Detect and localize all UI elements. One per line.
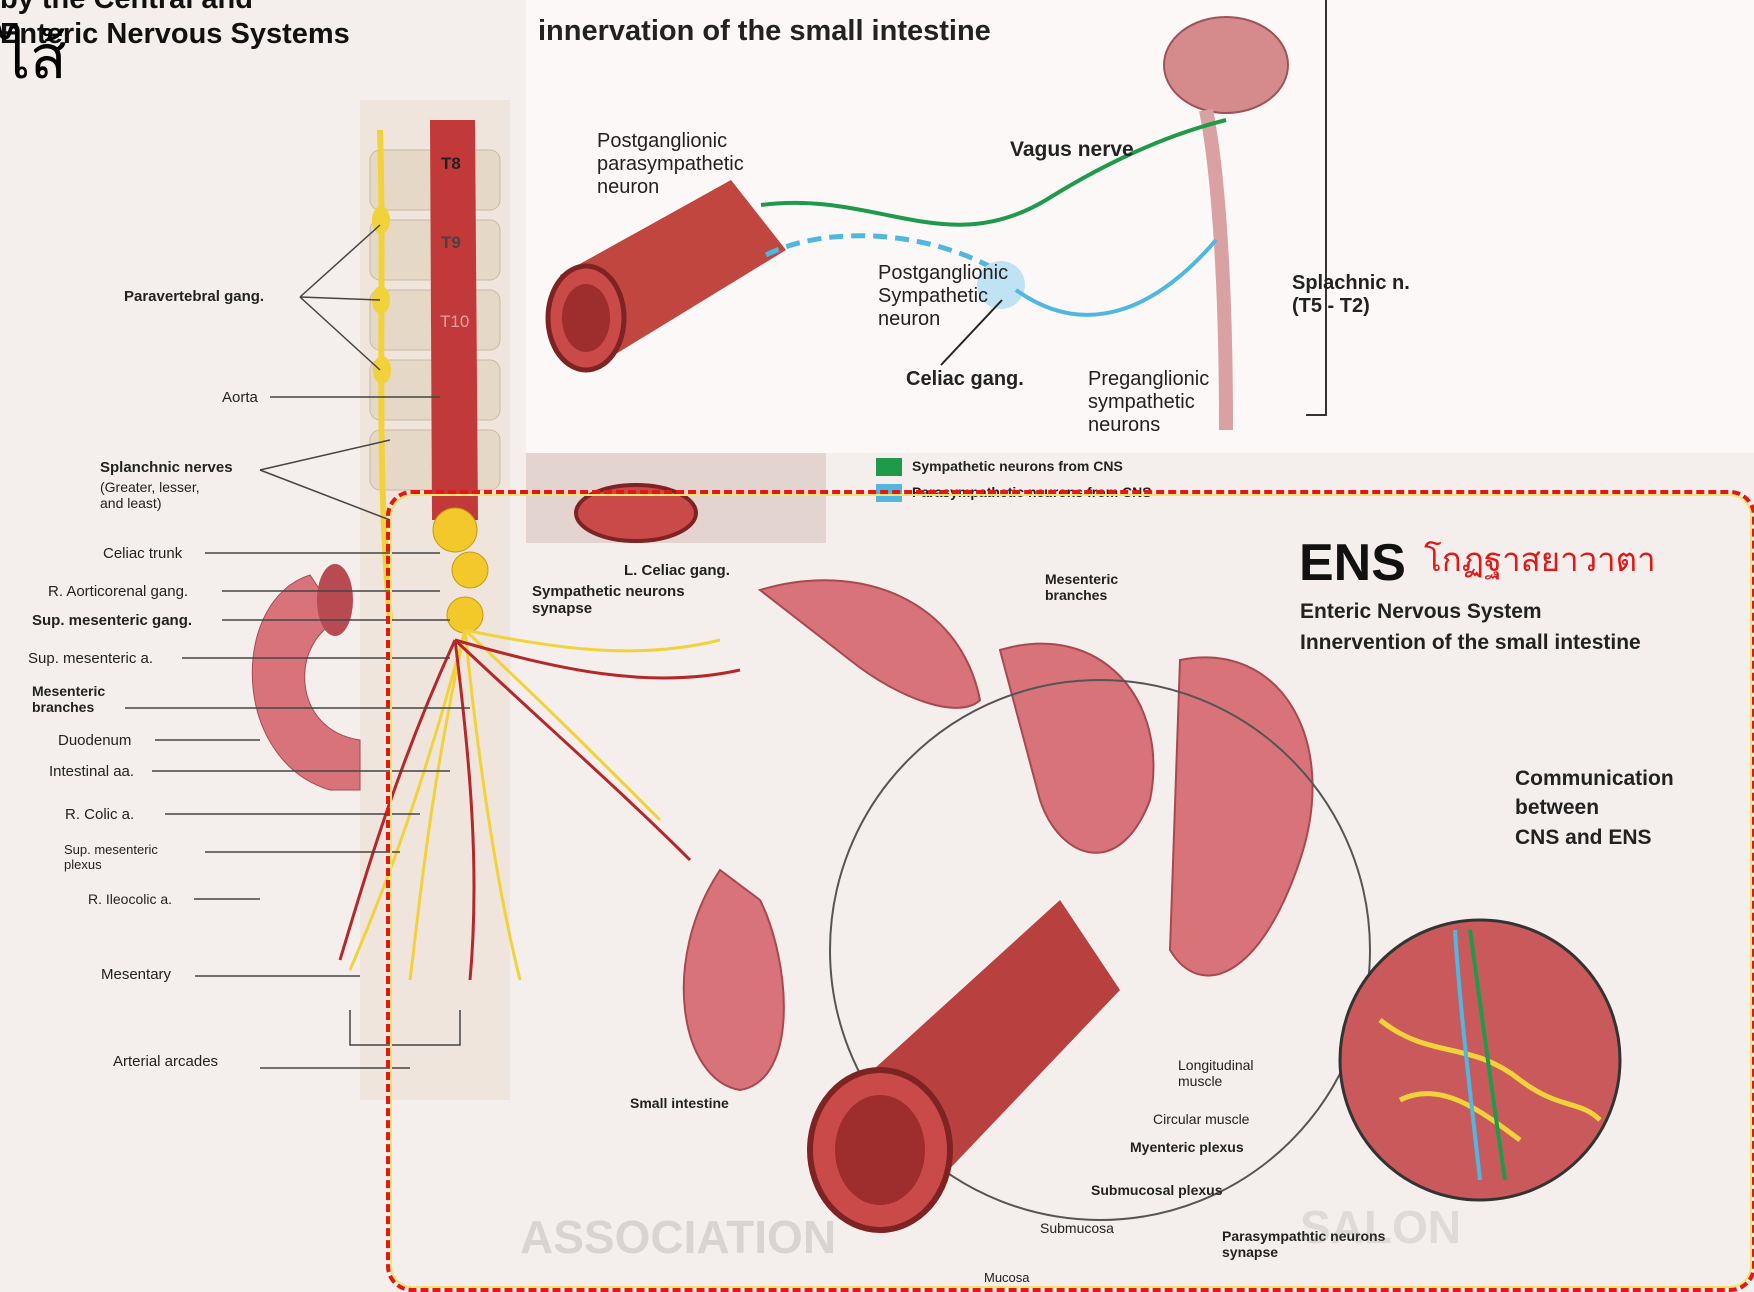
- inset-title: innervation of the small intestine: [538, 14, 991, 49]
- label-mesenteric-branches-left: Mesenteric branches: [32, 683, 105, 715]
- brain-shape: [1164, 17, 1288, 113]
- preganglionic-path: [1016, 240, 1216, 315]
- inset-intestine: [548, 180, 786, 370]
- label-t10: T10: [440, 312, 469, 332]
- label-preganglionic: Preganglionic sympathetic neurons: [1088, 368, 1209, 437]
- duodenum-opening: [317, 564, 353, 636]
- label-splanchnic-nerves: Splanchnic nerves: [100, 459, 233, 476]
- label-r-colic: R. Colic a.: [65, 806, 134, 823]
- label-r-aorticorenal: R. Aorticorenal gang.: [48, 583, 188, 600]
- label-paravertebral: Paravertebral gang.: [124, 288, 264, 305]
- label-sup-mesenteric-gang: Sup. mesenteric gang.: [32, 612, 192, 629]
- label-postganglionic-parasympathetic: Postganglionic parasympathetic neuron: [597, 130, 744, 199]
- label-aorta: Aorta: [222, 389, 258, 406]
- label-t9: T9: [441, 233, 461, 253]
- label-splanchnic-sub: (Greater, lesser, and least): [100, 479, 200, 511]
- ens-highlight-frame: [386, 490, 1754, 1292]
- label-splachnic: Splachnic n. (T5 - T2): [1292, 272, 1410, 318]
- label-r-ileocolic: R. Ileocolic a.: [88, 891, 172, 907]
- label-arterial-arcades: Arterial arcades: [113, 1053, 218, 1070]
- label-t8: T8: [441, 154, 461, 174]
- inset-bracket: [1306, 0, 1326, 415]
- label-mesentary: Mesentary: [101, 966, 171, 983]
- label-sup-mesenteric-plexus: Sup. mesenteric plexus: [64, 843, 158, 873]
- label-intestinal-aa: Intestinal aa.: [49, 763, 134, 780]
- label-postganglionic-sympathetic: Postganglionic Sympathetic neuron: [878, 262, 1008, 331]
- legend-label-sympathetic: Sympathetic neurons from CNS: [912, 458, 1123, 474]
- label-celiac-trunk: Celiac trunk: [103, 545, 182, 562]
- thai-overlay-char: ไส้: [0, 22, 67, 94]
- label-sup-mesenteric-a: Sup. mesenteric a.: [28, 650, 153, 667]
- label-vagus-nerve: Vagus nerve: [1010, 138, 1134, 162]
- label-duodenum: Duodenum: [58, 732, 131, 749]
- vagus-nerve-path: [761, 120, 1226, 225]
- label-celiac-gang-inset: Celiac gang.: [906, 368, 1024, 391]
- legend-swatch-green: [876, 458, 902, 476]
